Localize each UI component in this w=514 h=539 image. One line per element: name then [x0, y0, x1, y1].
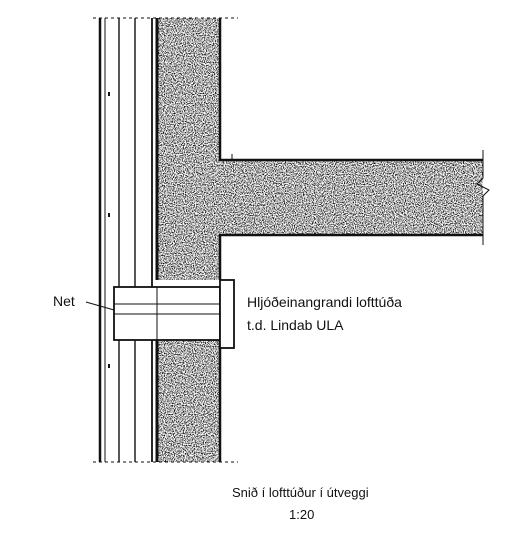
vent-label-line2: t.d. Lindab ULA — [247, 317, 344, 333]
vent-cover — [219, 279, 235, 349]
slab-break-line — [476, 150, 490, 245]
fastener-marks — [108, 92, 110, 368]
vent-label-line1: Hljóðeinangrandi lofttúða — [247, 294, 402, 310]
outer-wall-layers — [98, 18, 153, 462]
cut-lines — [93, 17, 238, 463]
concrete-wall-and-slab — [155, 18, 483, 462]
net-label: Net — [53, 293, 75, 309]
caption-title: Snið í lofttúður í útveggi — [232, 485, 369, 500]
net-leader — [85, 301, 115, 311]
caption-scale: 1:20 — [289, 507, 314, 522]
vent-sleeve — [113, 286, 221, 341]
